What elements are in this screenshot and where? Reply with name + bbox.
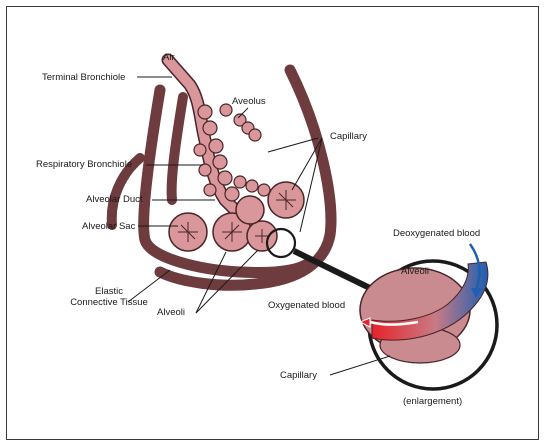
label-oxygenated-blood: Oxygenated blood (268, 300, 345, 311)
connective-tissue-left-inner (172, 97, 183, 200)
label-enlargement: (enlargement) (403, 396, 462, 407)
label-alveolar-sac: Alveolar Sac (82, 221, 135, 232)
label-alveolar-duct: Alveolar Duct (86, 194, 143, 205)
label-elastic-line1: Elastic (54, 286, 164, 297)
bronchiole-bumps (194, 104, 270, 201)
label-alveoli-bottom: Alveoli (157, 307, 185, 318)
label-deoxygenated-blood: Deoxygenated blood (393, 228, 480, 239)
label-respiratory-bronchiole: Respiratory Bronchiole (36, 159, 132, 170)
label-elastic-line2: Connective Tissue (54, 297, 164, 308)
label-air: Air (163, 52, 175, 63)
label-alveolus: Aveolus (232, 96, 266, 107)
label-capillary-top: Capillary (330, 131, 367, 142)
label-capillary-bottom: Capillary (280, 370, 317, 381)
label-alveoli-enlarged: Alveoli (401, 266, 429, 277)
label-elastic-connective-tissue: Elastic Connective Tissue (54, 286, 164, 308)
label-terminal-bronchiole: Terminal Bronchiole (42, 72, 125, 83)
